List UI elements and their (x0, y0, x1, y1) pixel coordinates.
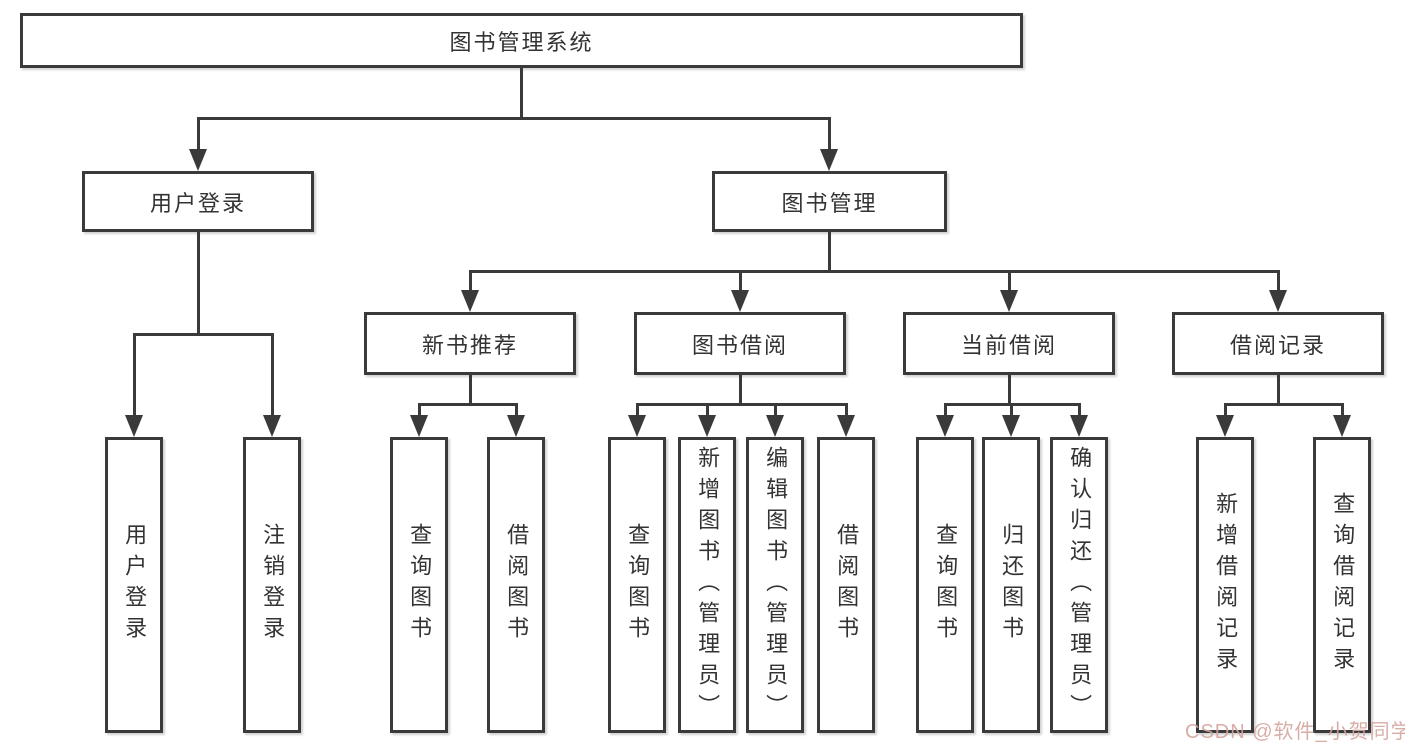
leaf-borrow-books: 借阅图书 (817, 437, 875, 733)
connector-drop (1223, 403, 1227, 417)
leaf-edit-book-admin: 编辑图书（管理员） (746, 437, 804, 733)
arrow-down-icon (1216, 415, 1234, 437)
connector-group-bus (1223, 403, 1344, 406)
connector-drop (827, 117, 831, 151)
arrow-down-icon (1070, 415, 1088, 437)
arrow-down-icon (410, 415, 428, 437)
connector-drop (773, 403, 777, 417)
node-current-borrowing: 当前借阅 (903, 312, 1115, 375)
arrow-down-icon (125, 415, 143, 437)
arrow-down-icon (837, 415, 855, 437)
arrow-down-icon (1000, 290, 1018, 312)
watermark: CSDN @软件_小贺同学 (1185, 721, 1405, 743)
leaf-query-books-recommend: 查询图书 (390, 437, 448, 733)
arrow-down-icon (1269, 290, 1287, 312)
node-book-borrowing: 图书借阅 (634, 312, 846, 375)
leaf-confirm-return-admin: 确认归还（管理员） (1050, 437, 1108, 733)
leaf-add-borrow-record: 新增借阅记录 (1196, 437, 1254, 733)
node-library-management-system: 图书管理系统 (20, 13, 1023, 68)
connector-root-bus (196, 117, 831, 120)
node-new-book-recommend: 新书推荐 (364, 312, 576, 375)
connector-drop (132, 333, 136, 416)
arrow-down-icon (461, 290, 479, 312)
leaf-return-book: 归还图书 (982, 437, 1040, 733)
connector-drop (468, 270, 472, 292)
leaf-borrow-books-recommend: 借阅图书 (487, 437, 545, 733)
connector-book-mgmt-stem (827, 232, 831, 273)
node-borrowing-records: 借阅记录 (1172, 312, 1384, 375)
arrow-down-icon (628, 415, 646, 437)
arrow-down-icon (698, 415, 716, 437)
connector-drop (635, 403, 639, 417)
connector-drop (1077, 403, 1081, 417)
connector-drop (1007, 270, 1011, 292)
leaf-query-borrow-record: 查询借阅记录 (1313, 437, 1371, 733)
connector-group-bus (635, 403, 848, 406)
connector-user-login-stem (196, 232, 200, 336)
arrow-down-icon (263, 415, 281, 437)
arrow-down-icon (1333, 415, 1351, 437)
connector-drop (196, 117, 200, 151)
connector-group-stem (468, 375, 472, 406)
connector-group-stem (738, 375, 742, 406)
connector-root-stem (519, 68, 523, 120)
connector-drop (1340, 403, 1344, 417)
node-book-management: 图书管理 (712, 171, 947, 232)
connector-drop (943, 403, 947, 417)
connector-drop (514, 403, 518, 417)
arrow-down-icon (766, 415, 784, 437)
connector-drop (1276, 270, 1280, 292)
connector-group-stem (1276, 375, 1280, 406)
leaf-logout: 注销登录 (243, 437, 301, 733)
connector-drop (844, 403, 848, 417)
connector-drop (1009, 403, 1013, 417)
arrow-down-icon (820, 149, 838, 171)
arrow-down-icon (189, 149, 207, 171)
arrow-down-icon (507, 415, 525, 437)
connector-book-mgmt-bus (468, 270, 1280, 273)
connector-drop (705, 403, 709, 417)
connector-drop (270, 333, 274, 416)
connector-drop (417, 403, 421, 417)
leaf-query-books-borrowing: 查询图书 (608, 437, 666, 733)
connector-user-login-bus (132, 333, 274, 336)
connector-group-bus (417, 403, 518, 406)
leaf-user-login: 用户登录 (105, 437, 163, 733)
leaf-add-book-admin: 新增图书（管理员） (678, 437, 736, 733)
connector-drop (738, 270, 742, 292)
arrow-down-icon (936, 415, 954, 437)
node-user-login: 用户登录 (82, 171, 314, 232)
arrow-down-icon (731, 290, 749, 312)
arrow-down-icon (1002, 415, 1020, 437)
connector-group-stem (1007, 375, 1011, 406)
leaf-query-books-current: 查询图书 (916, 437, 974, 733)
